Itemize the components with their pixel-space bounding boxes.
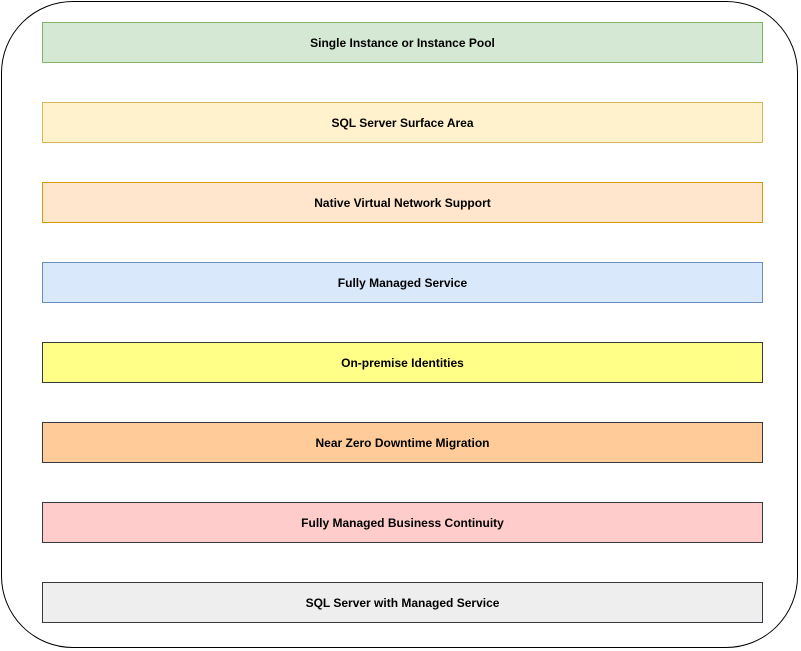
box-label: Near Zero Downtime Migration [315,435,490,450]
box-label: Fully Managed Business Continuity [301,515,504,530]
box-label: Fully Managed Service [337,275,468,290]
business-continuity-box: Fully Managed Business Continuity [42,502,763,543]
vnet-support-box: Native Virtual Network Support [42,182,763,223]
box-label: Single Instance or Instance Pool [310,35,495,50]
box-label: On-premise Identities [341,355,464,370]
box-label: SQL Server with Managed Service [305,595,500,610]
single-instance-box: Single Instance or Instance Pool [42,22,763,63]
on-premise-identities-box: On-premise Identities [42,342,763,383]
zero-downtime-box: Near Zero Downtime Migration [42,422,763,463]
box-label: SQL Server Surface Area [331,115,474,130]
box-label: Native Virtual Network Support [314,195,491,210]
surface-area-box: SQL Server Surface Area [42,102,763,143]
sql-managed-service-box: SQL Server with Managed Service [42,582,763,623]
managed-service-box: Fully Managed Service [42,262,763,303]
